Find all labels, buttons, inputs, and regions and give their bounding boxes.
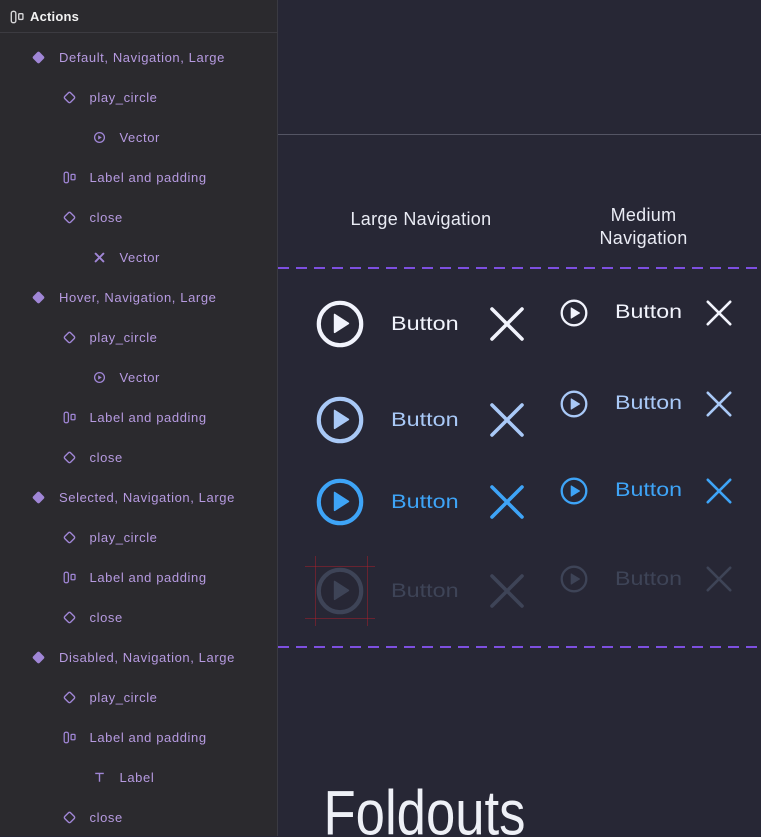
svg-text:Foldouts: Foldouts <box>324 779 526 837</box>
